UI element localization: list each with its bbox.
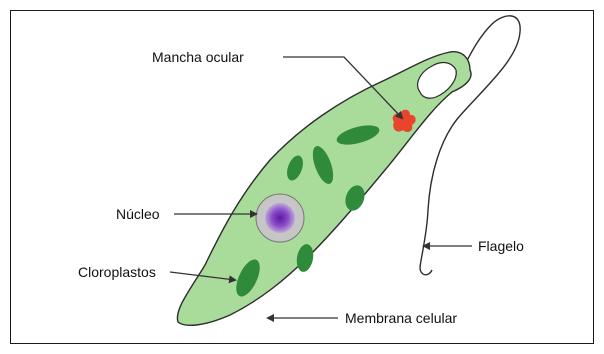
eyespot-label: Mancha ocular [152, 49, 244, 65]
nucleus-label: Núcleo [116, 206, 160, 222]
flagellum-label: Flagelo [478, 238, 524, 254]
chloroplasts-label: Cloroplastos [78, 264, 156, 280]
membrane-label: Membrana celular [345, 310, 457, 326]
nucleus-core [265, 203, 295, 233]
flagellum [420, 16, 520, 275]
